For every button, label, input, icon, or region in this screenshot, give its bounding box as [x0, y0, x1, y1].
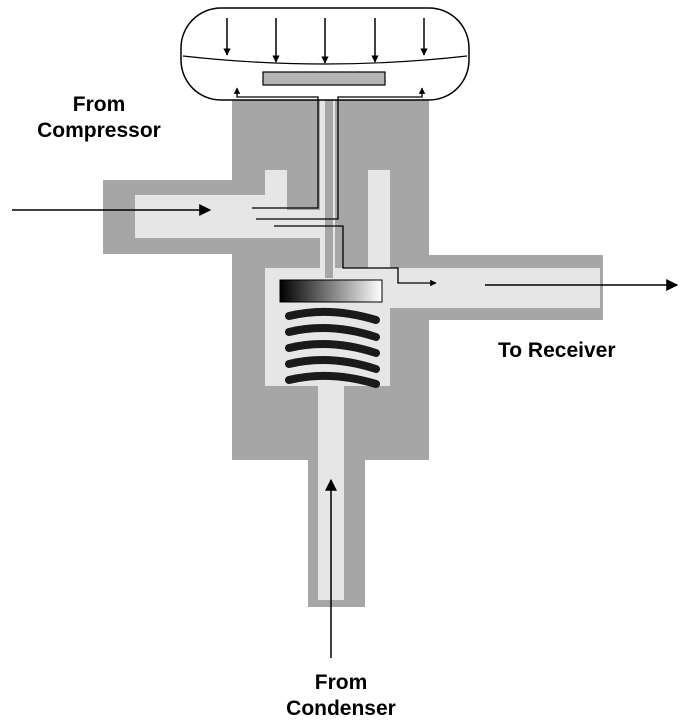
- to-receiver-label: To Receiver: [498, 339, 616, 362]
- label-line: Compressor: [37, 119, 161, 142]
- from-condenser-label: From Condenser: [266, 670, 416, 722]
- label-line: From: [314, 671, 368, 694]
- flow-path-lines: [233, 87, 437, 287]
- external-flow-arrows: [12, 204, 679, 658]
- label-line: Condenser: [286, 697, 396, 720]
- from-compressor-label: From Compressor: [14, 92, 184, 144]
- pressure-arrows: [223, 18, 428, 64]
- coil-spring-icon: [285, 307, 380, 388]
- spring-plate: [279, 279, 383, 303]
- label-line: From: [72, 93, 126, 116]
